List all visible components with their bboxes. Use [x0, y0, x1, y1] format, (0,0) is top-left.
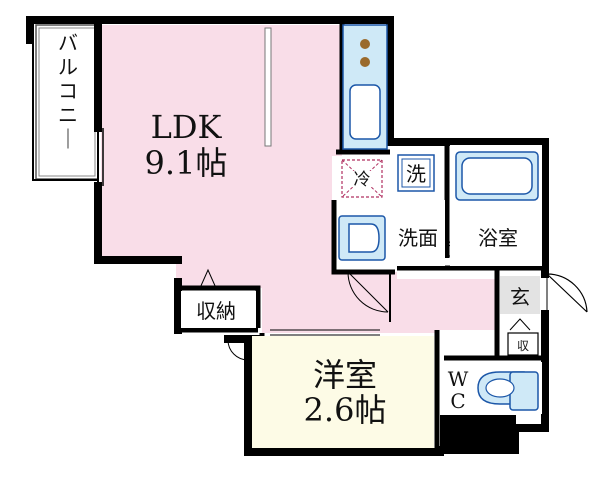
front-door-swing — [546, 273, 588, 313]
fridge-label: 冷 — [354, 170, 371, 190]
washroom-label: 洗面 — [398, 226, 438, 250]
western-room-name: 洋室 — [313, 356, 377, 394]
entrance-label: 玄 — [510, 285, 530, 309]
stove-burner-icon — [360, 39, 370, 49]
balcony-area — [35, 24, 99, 180]
partition-rail — [264, 27, 272, 147]
stove-burner-icon — [360, 57, 370, 67]
bath-label: 浴室 — [478, 226, 518, 250]
wc-label: W — [448, 367, 469, 391]
ldk-size: 9.1帖 — [145, 144, 228, 182]
washer-space — [397, 154, 435, 192]
washer-label: 洗 — [406, 162, 426, 186]
western-room-floor — [252, 336, 434, 448]
wc-label: C — [450, 389, 465, 413]
ldk-door-swing — [347, 271, 389, 313]
balcony-label-group: バルコニ｜ — [58, 31, 78, 151]
balcony-label: バルコニ｜ — [58, 31, 78, 151]
kitchen-sink — [349, 84, 381, 140]
ldk-floor — [101, 25, 497, 333]
interior-walls — [178, 22, 545, 452]
shoe-storage-label: 収 — [517, 339, 529, 353]
western-room-size: 2.6帖 — [304, 391, 387, 429]
shoe-storage — [507, 332, 539, 356]
toilet-tank — [509, 371, 539, 411]
wall-block — [440, 415, 516, 453]
ldk-name: LDK — [151, 108, 223, 146]
storage-label: 収納 — [196, 299, 236, 323]
storage-floor — [181, 291, 256, 328]
entrance-floor — [500, 276, 540, 314]
